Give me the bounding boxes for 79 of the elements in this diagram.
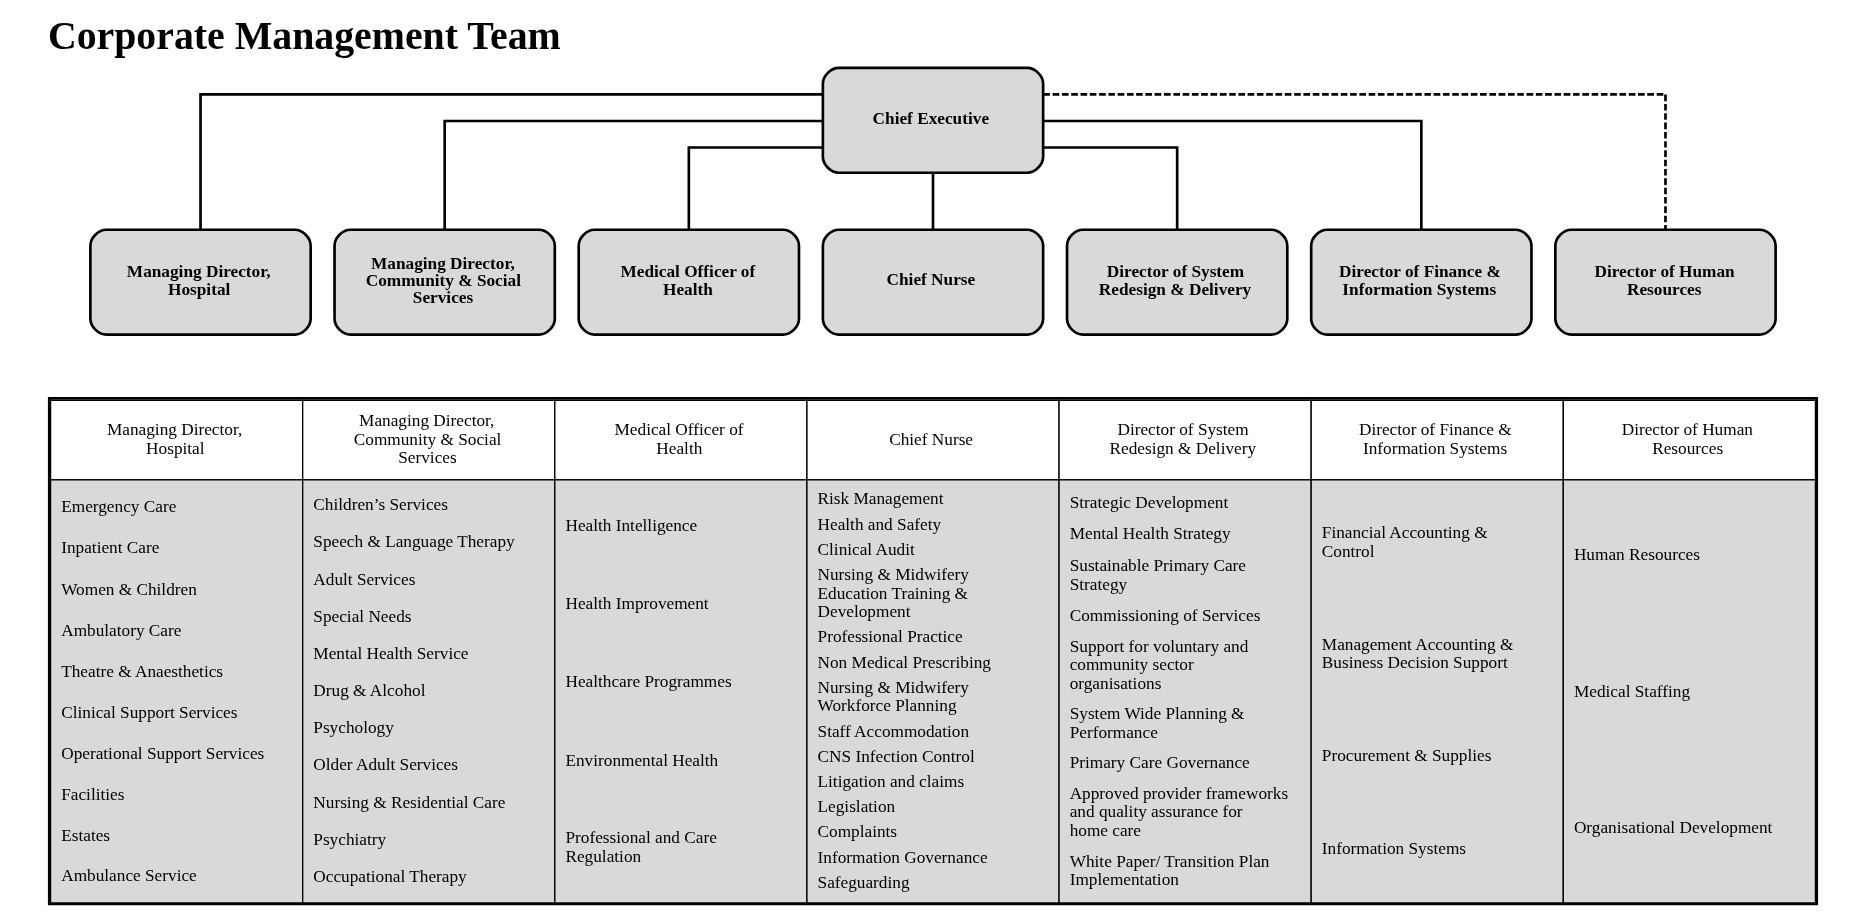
label: Medical Officer of Health: [614, 420, 744, 458]
label: Health Intelligence: [564, 515, 697, 535]
label: Professional Practice: [817, 627, 963, 647]
label: Estates: [60, 825, 110, 845]
label: Nursing & Midwifery Education Training & Development: [817, 564, 969, 622]
node-box: Chief Nurse: [821, 228, 1044, 336]
connector: [198, 93, 823, 230]
label: Sustainable Primary Care Strategy: [1069, 556, 1246, 594]
label: Psychology: [312, 718, 394, 738]
node-box: Director of System Redesign & Delivery: [1065, 228, 1289, 336]
label: Adult Services: [312, 569, 415, 589]
label: Organisational Development: [1573, 817, 1772, 837]
diagram-title: Corporate Management Team: [47, 14, 561, 59]
label: Managing Director, Hospital: [106, 420, 242, 458]
label: Professional and Care Regulation: [564, 828, 717, 866]
label: Nursing & Midwifery Workforce Planning: [817, 677, 969, 716]
label: Chief Nurse: [888, 429, 973, 449]
label: Mental Health Strategy: [1069, 524, 1231, 544]
connector: [687, 146, 823, 230]
label: Clinical Audit: [817, 539, 915, 559]
node-box: Director of Human Resources: [1553, 228, 1777, 336]
label: Management Accounting & Business Decision Support: [1321, 634, 1513, 673]
label: Financial Accounting & Control: [1321, 523, 1488, 561]
label: Human Resources: [1573, 545, 1700, 565]
label: CNS Infection Control: [817, 746, 975, 766]
connector: [1042, 119, 1423, 230]
label: Health and Safety: [817, 514, 941, 534]
label: Safeguarding: [817, 872, 910, 892]
label: Director of Finance & Information Systems: [1358, 420, 1512, 458]
label: Mental Health Service: [312, 643, 469, 663]
label: Litigation and claims: [817, 771, 964, 791]
label: Support for voluntary and community sector organisations: [1069, 636, 1248, 693]
label: Approved provider frameworks and quality assurance for home care: [1069, 783, 1288, 841]
label: Operational Support Services: [60, 744, 264, 764]
label: Director of System Redesign & Delivery: [1108, 420, 1256, 458]
label: Information Governance: [817, 847, 988, 867]
label: Drug & Alcohol: [312, 681, 425, 701]
connector: [442, 119, 823, 230]
label: Children’s Services: [312, 495, 448, 515]
label: Theatre & Anaesthetics: [60, 661, 223, 681]
label: Primary Care Governance: [1069, 753, 1250, 773]
label: Risk Management: [817, 489, 944, 509]
label: Psychiatry: [312, 829, 386, 849]
node-box: Managing Director, Community & Social Services: [332, 228, 556, 336]
label: Occupational Therapy: [312, 866, 467, 886]
label: Environmental Health: [564, 750, 718, 770]
node-box: Medical Officer of Health: [576, 228, 800, 336]
label: Ambulatory Care: [60, 620, 181, 640]
label: Women & Children: [60, 579, 197, 599]
connector: [1042, 146, 1178, 230]
connector: [1042, 93, 1667, 230]
label: Legislation: [817, 797, 895, 817]
label: Complaints: [817, 822, 897, 842]
label: Nursing & Residential Care: [312, 792, 505, 812]
label: Clinical Support Services: [60, 702, 238, 722]
node-box: Chief Executive: [821, 66, 1044, 175]
node-box: Managing Director, Hospital: [88, 228, 312, 336]
label: Managing Director, Community & Social Services: [353, 411, 501, 468]
label: System Wide Planning & Performance: [1069, 704, 1245, 742]
label: Medical Staffing: [1573, 681, 1690, 701]
label: Speech & Language Therapy: [312, 532, 515, 552]
node-box: Director of Finance & Information Systems: [1309, 228, 1533, 336]
label: Facilities: [60, 785, 124, 805]
label: Healthcare Programmes: [564, 672, 732, 692]
label: Procurement & Supplies: [1321, 746, 1491, 766]
label: Health Improvement: [564, 594, 709, 614]
label: Non Medical Prescribing: [817, 652, 991, 672]
label: White Paper/ Transition Plan Implementation: [1069, 851, 1269, 890]
label: Strategic Development: [1069, 492, 1228, 512]
connector: [931, 172, 934, 230]
label: Older Adult Services: [312, 755, 458, 775]
label: Director of Human Resources: [1621, 420, 1753, 458]
label: Inpatient Care: [60, 538, 159, 558]
label: Staff Accommodation: [817, 721, 969, 741]
label: Information Systems: [1321, 838, 1466, 858]
label: Ambulance Service: [60, 865, 197, 885]
label: Special Needs: [312, 606, 412, 626]
label: Commissioning of Services: [1069, 606, 1260, 626]
label: Emergency Care: [60, 497, 176, 517]
